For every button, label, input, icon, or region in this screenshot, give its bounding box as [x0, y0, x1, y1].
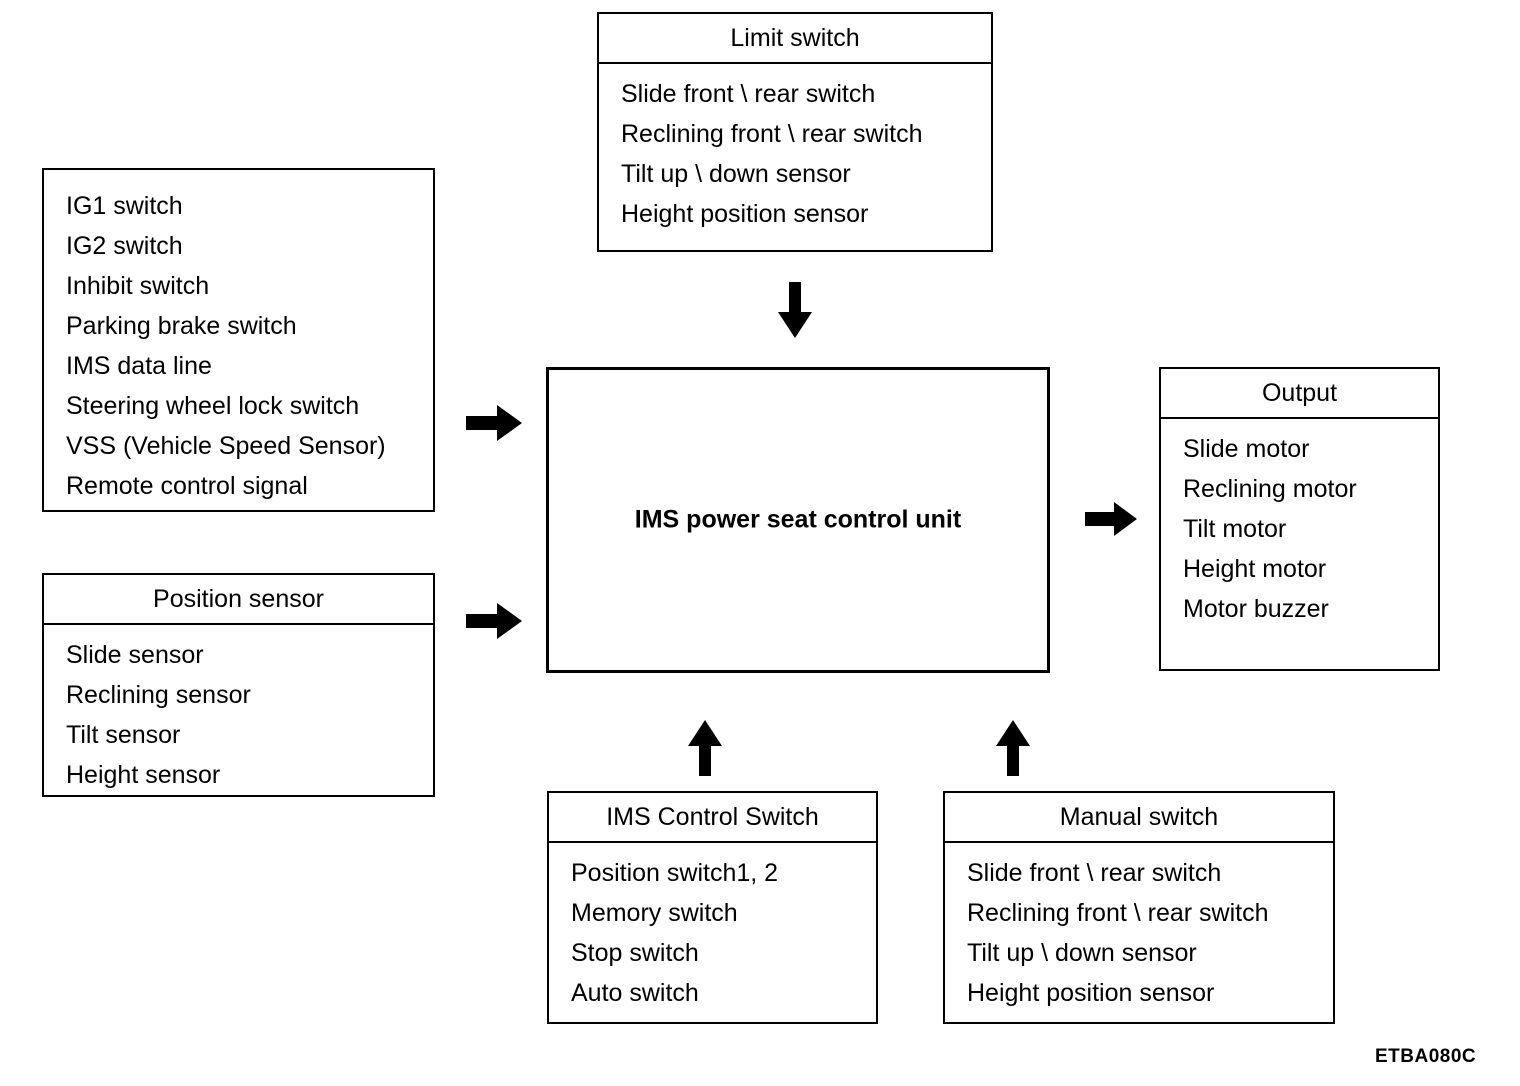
arrow-right-position-sensor-to-control-unit — [466, 603, 522, 639]
output-header: Output — [1161, 369, 1438, 419]
arrow-up-manual-switch-to-control-unit — [996, 720, 1030, 776]
list-item: Height sensor — [66, 761, 221, 789]
manual-switch-body: Slide front \ rear switch Reclining fron… — [945, 843, 1333, 1023]
list-item: Remote control signal — [66, 472, 308, 500]
limit-switch-box: Limit switch Slide front \ rear switch R… — [597, 12, 993, 252]
list-item: Memory switch — [571, 899, 738, 927]
arrow-right-control-unit-to-output — [1085, 502, 1137, 536]
list-item: Height position sensor — [621, 200, 869, 228]
arrow-down-limit-switch-to-control-unit — [778, 282, 812, 338]
figure-reference-code: ETBA080C — [1375, 1046, 1477, 1067]
limit-switch-header: Limit switch — [599, 14, 991, 64]
position-sensor-box: Position sensor Slide sensor Reclining s… — [42, 573, 435, 797]
list-item: Reclining sensor — [66, 681, 251, 709]
list-item: Tilt up \ down sensor — [621, 160, 851, 188]
arrow-up-ims-control-switch-to-control-unit — [688, 720, 722, 776]
list-item: Tilt sensor — [66, 721, 181, 749]
output-body: Slide motor Reclining motor Tilt motor H… — [1161, 419, 1438, 639]
ims-control-switch-body: Position switch1, 2 Memory switch Stop s… — [549, 843, 876, 1023]
inputs-body: IG1 switch IG2 switch Inhibit switch Par… — [44, 170, 433, 516]
list-item: IG2 switch — [66, 232, 183, 260]
list-item: Reclining motor — [1183, 475, 1357, 503]
manual-switch-box: Manual switch Slide front \ rear switch … — [943, 791, 1335, 1024]
list-item: Slide sensor — [66, 641, 204, 669]
position-sensor-body: Slide sensor Reclining sensor Tilt senso… — [44, 625, 433, 805]
list-item: Auto switch — [571, 979, 699, 1007]
list-item: Stop switch — [571, 939, 699, 967]
control-unit-label: IMS power seat control unit — [634, 505, 962, 534]
list-item: Inhibit switch — [66, 272, 210, 300]
list-item: Height motor — [1183, 555, 1327, 583]
list-item: Position switch1, 2 — [571, 859, 779, 887]
list-item: VSS (Vehicle Speed Sensor) — [66, 432, 386, 460]
manual-switch-header: Manual switch — [945, 793, 1333, 843]
list-item: Reclining front \ rear switch — [621, 120, 923, 148]
list-item: IMS data line — [66, 352, 212, 380]
position-sensor-header: Position sensor — [44, 575, 433, 625]
limit-switch-body: Slide front \ rear switch Reclining fron… — [599, 64, 991, 244]
list-item: Tilt up \ down sensor — [967, 939, 1197, 967]
list-item: Steering wheel lock switch — [66, 392, 360, 420]
arrow-right-inputs-to-control-unit — [466, 405, 522, 441]
ims-control-switch-box: IMS Control Switch Position switch1, 2 M… — [547, 791, 878, 1024]
list-item: Height position sensor — [967, 979, 1215, 1007]
control-unit-box: IMS power seat control unit — [546, 367, 1050, 673]
ims-control-switch-header: IMS Control Switch — [549, 793, 876, 843]
list-item: Reclining front \ rear switch — [967, 899, 1269, 927]
list-item: IG1 switch — [66, 192, 183, 220]
list-item: Parking brake switch — [66, 312, 297, 340]
list-item: Tilt motor — [1183, 515, 1287, 543]
inputs-box: IG1 switch IG2 switch Inhibit switch Par… — [42, 168, 435, 512]
list-item: Motor buzzer — [1183, 595, 1329, 623]
list-item: Slide motor — [1183, 435, 1310, 463]
list-item: Slide front \ rear switch — [621, 80, 876, 108]
list-item: Slide front \ rear switch — [967, 859, 1222, 887]
output-box: Output Slide motor Reclining motor Tilt … — [1159, 367, 1440, 671]
